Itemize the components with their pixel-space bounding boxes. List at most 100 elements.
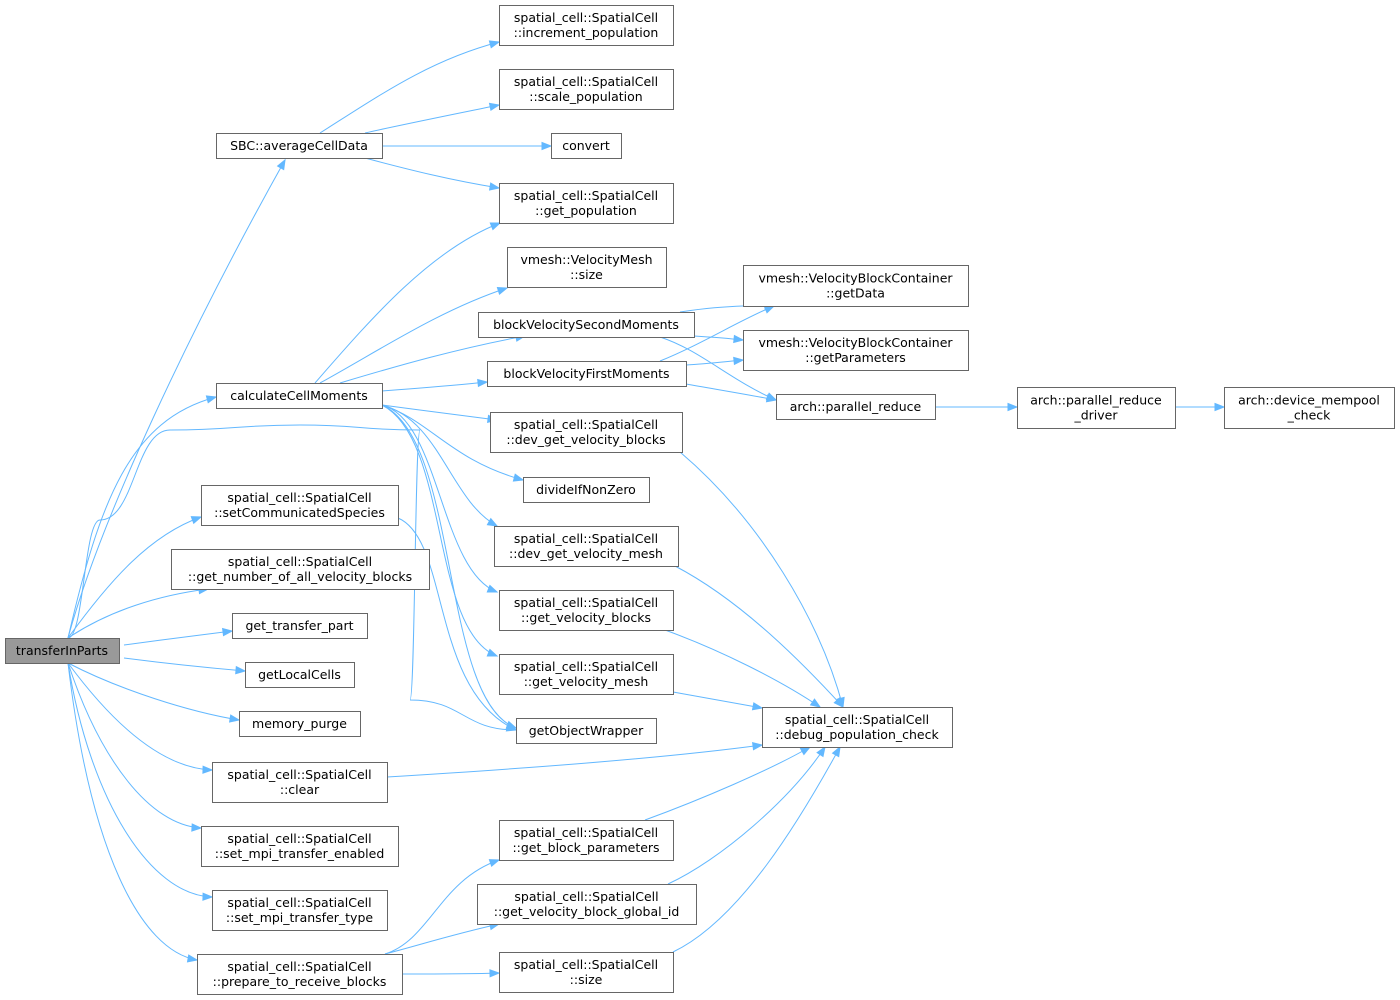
- edge-line: [381, 404, 498, 527]
- node-n6[interactable]: calculateCellMoments: [216, 383, 383, 409]
- node-n26[interactable]: memory_purge: [239, 711, 361, 737]
- node-label: ::getParameters: [805, 350, 906, 365]
- edge-line: [672, 746, 841, 953]
- node-label: spatial_cell::SpatialCell: [227, 767, 371, 782]
- node-box: [551, 133, 622, 159]
- edge-line: [667, 746, 826, 885]
- node-n20[interactable]: getObjectWrapper: [516, 718, 657, 744]
- edge-arrowhead: [486, 517, 499, 527]
- edge-arrowhead: [486, 584, 499, 593]
- node-box: [499, 69, 674, 110]
- node-n2[interactable]: spatial_cell::SpatialCell::increment_pop…: [499, 5, 674, 46]
- edge-n6-n7: [319, 286, 509, 384]
- edge-arrowhead: [222, 627, 234, 637]
- node-n8[interactable]: blockVelocitySecondMoments: [478, 312, 695, 338]
- node-n14[interactable]: arch::device_mempool_check: [1224, 387, 1395, 429]
- node-n31[interactable]: spatial_cell::SpatialCell::get_block_par…: [499, 820, 674, 861]
- edge-line: [381, 404, 498, 657]
- edge-n30-n31: [384, 859, 501, 955]
- edge-arrowhead: [816, 745, 826, 758]
- edge-line: [644, 746, 811, 821]
- node-box: [499, 183, 674, 224]
- edge-n11-n10: [685, 356, 745, 366]
- node-label: getObjectWrapper: [529, 723, 644, 738]
- node-label: spatial_cell::SpatialCell: [514, 531, 658, 546]
- edge-arrowhead: [831, 745, 841, 758]
- edge-n0-n26: [67, 662, 241, 723]
- node-n5[interactable]: spatial_cell::SpatialCell::get_populatio…: [499, 183, 674, 224]
- edge-line: [67, 516, 202, 639]
- edge-n18-n21: [664, 629, 822, 708]
- edge-n0-n24: [123, 627, 234, 646]
- edge-arrowhead: [733, 356, 745, 366]
- edge-n31-n21: [644, 746, 812, 821]
- node-n32[interactable]: spatial_cell::SpatialCell::get_velocity_…: [477, 884, 697, 925]
- node-box: [499, 5, 674, 46]
- edge-line: [339, 335, 526, 384]
- node-n0[interactable]: transferInParts: [5, 638, 120, 664]
- node-n3[interactable]: spatial_cell::SpatialCell::scale_populat…: [499, 69, 674, 110]
- node-n28[interactable]: spatial_cell::SpatialCell::set_mpi_trans…: [201, 826, 399, 867]
- edge-line: [314, 222, 501, 384]
- edge-arrowhead: [486, 648, 499, 657]
- node-box: [171, 549, 430, 590]
- node-n10[interactable]: vmesh::VelocityBlockContainer::getParame…: [743, 330, 969, 371]
- node-label: ::prepare_to_receive_blocks: [213, 974, 387, 989]
- node-label: ::increment_population: [514, 25, 659, 40]
- edge-line: [67, 396, 217, 639]
- node-label: spatial_cell::SpatialCell: [228, 554, 372, 569]
- edge-arrowhead: [733, 334, 745, 344]
- edge-line: [381, 404, 517, 729]
- node-label: ::debug_population_check: [775, 727, 939, 742]
- node-label: ::set_mpi_transfer_type: [226, 910, 373, 925]
- edge-line: [364, 104, 500, 134]
- node-label: spatial_cell::SpatialCell: [514, 889, 658, 904]
- node-n13[interactable]: arch::parallel_reduce_driver: [1017, 387, 1176, 429]
- node-label: get_transfer_part: [245, 618, 353, 633]
- node-n9[interactable]: vmesh::VelocityBlockContainer::getData: [743, 265, 969, 307]
- node-box: [5, 638, 120, 664]
- node-label: vmesh::VelocityMesh: [520, 252, 652, 267]
- edge-arrowhead: [202, 892, 214, 901]
- edge-n1-n4: [382, 141, 553, 151]
- node-box: [743, 265, 969, 307]
- node-n23[interactable]: spatial_cell::SpatialCell::get_number_of…: [171, 549, 430, 590]
- node-n12[interactable]: arch::parallel_reduce: [776, 394, 936, 420]
- node-n11[interactable]: blockVelocityFirstMoments: [487, 361, 687, 387]
- node-n7[interactable]: vmesh::VelocityMesh::size: [507, 247, 667, 288]
- node-n17[interactable]: spatial_cell::SpatialCell::dev_get_veloc…: [494, 526, 679, 567]
- node-n33[interactable]: spatial_cell::SpatialCell::size: [499, 952, 674, 993]
- edge-n6-n18: [381, 404, 499, 593]
- edge-arrowhead: [488, 102, 501, 112]
- node-n29[interactable]: spatial_cell::SpatialCell::set_mpi_trans…: [212, 890, 388, 931]
- edge-arrowhead: [186, 954, 199, 963]
- node-label: ::setCommunicatedSpecies: [214, 505, 385, 520]
- node-n24[interactable]: get_transfer_part: [232, 613, 368, 639]
- node-n18[interactable]: spatial_cell::SpatialCell::get_velocity_…: [499, 590, 674, 631]
- node-n19[interactable]: spatial_cell::SpatialCell::get_velocity_…: [499, 654, 674, 695]
- node-n16[interactable]: divideIfNonZero: [523, 477, 650, 503]
- edge-line: [67, 662, 240, 721]
- node-n27[interactable]: spatial_cell::SpatialCell::clear: [212, 762, 388, 803]
- node-n25[interactable]: getLocalCells: [245, 662, 355, 688]
- edge-n27-n21: [386, 742, 764, 778]
- edge-line: [67, 424, 517, 731]
- node-n30[interactable]: spatial_cell::SpatialCell::prepare_to_re…: [197, 954, 403, 995]
- edge-arrowhead: [488, 40, 501, 49]
- node-n21[interactable]: spatial_cell::SpatialCell::debug_populat…: [762, 707, 953, 748]
- edge-line: [364, 157, 500, 189]
- node-box: [507, 247, 667, 288]
- edge-n0-n28: [67, 662, 203, 832]
- node-label: calculateCellMoments: [230, 388, 368, 403]
- edges-layer: [67, 40, 1226, 978]
- node-label: ::get_velocity_mesh: [524, 674, 649, 689]
- edge-arrowhead: [1007, 402, 1019, 412]
- node-n4[interactable]: convert: [551, 133, 622, 159]
- node-label: ::scale_population: [529, 89, 642, 104]
- edge-arrowhead: [541, 141, 553, 151]
- node-n15[interactable]: spatial_cell::SpatialCell::dev_get_veloc…: [490, 412, 683, 453]
- node-n1[interactable]: SBC::averageCellData: [216, 133, 383, 159]
- node-n22[interactable]: spatial_cell::SpatialCell::setCommunicat…: [201, 485, 399, 526]
- edge-line: [384, 923, 500, 955]
